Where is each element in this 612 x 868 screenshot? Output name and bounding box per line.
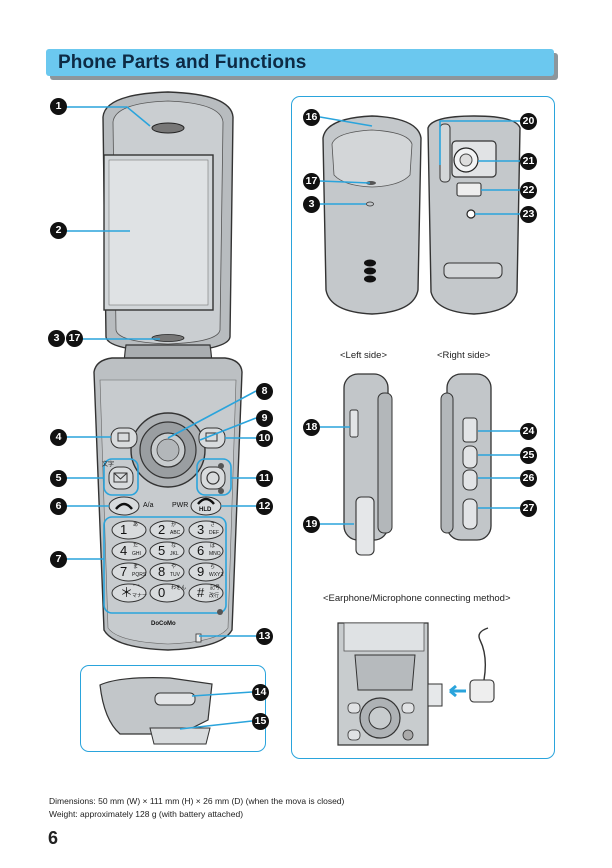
callout-23: 23 — [520, 206, 537, 223]
earphone-connection-drawing — [337, 622, 495, 746]
callout-22: 22 — [520, 182, 537, 199]
closed-phone-back-drawing — [427, 115, 521, 315]
key-letters: JKL — [170, 551, 179, 557]
key-letters: TUV — [170, 572, 180, 578]
dimensions-text: Dimensions: 50 mm (W) × 111 mm (H) × 26 … — [49, 796, 345, 806]
key-kana: さ — [210, 522, 216, 528]
callout-21: 21 — [520, 153, 537, 170]
key-kana: ま — [133, 564, 139, 570]
key-digit: 3 — [197, 522, 205, 537]
callout-1: 1 — [50, 98, 67, 115]
callout-6: 6 — [50, 498, 67, 515]
callout-14: 14 — [252, 684, 269, 701]
page-title: Phone Parts and Functions — [58, 52, 307, 73]
right-side-view-drawing — [440, 373, 492, 541]
key-kana: や — [171, 564, 177, 570]
mail-kanji-label: 文字 — [102, 462, 115, 468]
key-10: ＊゛゜マナー — [118, 585, 148, 601]
callout-20: 20 — [520, 113, 537, 130]
key-kana: あ — [133, 522, 139, 528]
battery-detail-drawing — [99, 677, 213, 745]
callout-3-17: 3 17 — [48, 330, 83, 347]
key-letters: DEF — [209, 530, 219, 536]
key-kana: わをん — [171, 585, 187, 591]
key-digit: ＊ — [120, 585, 134, 600]
callout-8: 8 — [256, 383, 273, 400]
main-phone-drawing — [93, 91, 243, 651]
key-kana: か — [171, 522, 177, 528]
callout-25: 25 — [520, 447, 537, 464]
key-digit: 4 — [120, 543, 128, 558]
hld-key-label: HLD — [199, 507, 212, 513]
earphone-caption: <Earphone/Microphone connecting method> — [323, 593, 511, 604]
callout-12: 12 — [256, 498, 273, 515]
key-digit: 6 — [197, 543, 205, 558]
key-kana: な — [171, 543, 177, 549]
key-kana: ら — [210, 564, 216, 570]
left-side-caption: <Left side> — [340, 350, 388, 361]
left-side-view-drawing — [343, 373, 393, 556]
key-letters: 改行 — [209, 593, 220, 599]
title-banner — [46, 49, 554, 76]
key-kana: ゛゜ — [133, 585, 144, 591]
key-digit: 9 — [197, 564, 205, 579]
key-digit: 1 — [120, 522, 128, 537]
callout-15: 15 — [252, 713, 269, 730]
callout-18: 18 — [303, 419, 320, 436]
callout-16: 16 — [303, 109, 320, 126]
key-digit: 5 — [158, 543, 166, 558]
callout-5: 5 — [50, 470, 67, 487]
callout-26: 26 — [520, 470, 537, 487]
pwr-key-label: PWR — [172, 502, 189, 509]
weight-text: Weight: approximately 128 g (with batter… — [49, 809, 244, 819]
callout-27: 27 — [520, 500, 537, 517]
page-number: 6 — [48, 828, 59, 848]
key-digit: 0 — [158, 585, 166, 600]
callout-17: 17 — [66, 330, 83, 347]
key-letters: ABC — [170, 530, 181, 536]
callout-2: 2 — [50, 222, 67, 239]
callout-7: 7 — [50, 551, 67, 568]
brand-logo: DoCoMo — [151, 621, 176, 627]
leader-lines — [64, 106, 520, 730]
key-letters: WXYZ — [209, 572, 224, 578]
key-letters: マナー — [132, 593, 148, 599]
key-digit: # — [197, 585, 205, 600]
aa-key-label: A/a — [143, 502, 154, 509]
key-letters: MNO — [209, 551, 221, 557]
right-side-caption: <Right side> — [437, 350, 491, 361]
callout-24: 24 — [520, 423, 537, 440]
key-letters: PQRS — [132, 572, 147, 578]
key-digit: 7 — [120, 564, 128, 579]
key-digit: 2 — [158, 522, 166, 537]
callout-4: 4 — [50, 429, 67, 446]
callout-3: 3 — [48, 330, 65, 347]
key-digit: 8 — [158, 564, 166, 579]
callout-11: 11 — [256, 470, 273, 487]
key-kana: は — [210, 543, 216, 549]
callout-13: 13 — [256, 628, 273, 645]
key-11: 0 わをん — [156, 585, 187, 601]
callout-10: 10 — [256, 430, 273, 447]
callout-3b: 3 — [303, 196, 320, 213]
closed-phone-front-drawing — [322, 115, 422, 315]
callout-19: 19 — [303, 516, 320, 533]
callout-17b: 17 — [303, 173, 320, 190]
key-kana: 記号 — [210, 585, 221, 591]
key-letters: GHI — [132, 551, 141, 557]
key-12: # 記号改行 — [195, 585, 223, 601]
key-kana: た — [133, 543, 139, 549]
callout-9: 9 — [256, 410, 273, 427]
